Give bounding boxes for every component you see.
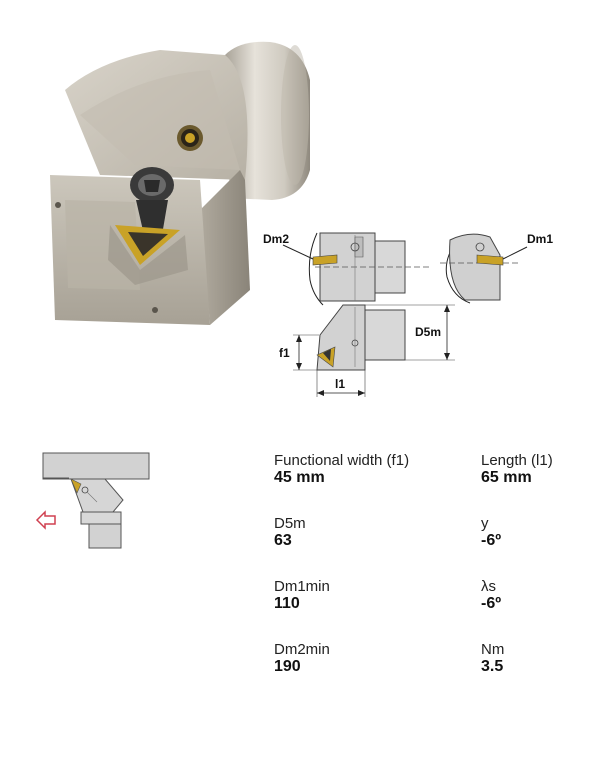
- spec-label: Dm2min: [274, 641, 330, 658]
- spec-dm2min: Dm2min 190: [274, 641, 330, 676]
- spec-functional-width: Functional width (f1) 45 mm: [274, 452, 409, 487]
- spec-label: Nm: [481, 641, 505, 658]
- spec-nm: Nm 3.5: [481, 641, 504, 676]
- spec-value: 3.5: [481, 658, 504, 675]
- spec-d5m: D5m 63: [274, 515, 306, 550]
- spec-lambda-s: λs -6º: [481, 578, 501, 613]
- top-view-dm2: Dm2: [263, 232, 430, 306]
- spec-dm1min: Dm1min 110: [274, 578, 330, 613]
- direction-arrow-icon: [35, 510, 56, 530]
- spec-label: Length (l1): [481, 452, 553, 469]
- dm2-label: Dm2: [263, 232, 289, 246]
- spec-label: D5m: [274, 515, 306, 532]
- spec-value: 63: [274, 532, 292, 549]
- application-icon: [35, 452, 150, 549]
- f1-label: f1: [279, 346, 290, 360]
- spec-value: 190: [274, 658, 301, 675]
- spec-label: Functional width (f1): [274, 452, 410, 469]
- spec-label: Dm1min: [274, 578, 330, 595]
- end-view-dm1: Dm1: [440, 232, 553, 304]
- spec-length: Length (l1) 65 mm: [481, 452, 553, 487]
- d5m-label: D5m: [415, 325, 441, 339]
- spec-label: λs: [481, 578, 496, 595]
- product-photo: [50, 41, 310, 325]
- spec-value: 45 mm: [274, 469, 325, 486]
- spec-value: -6º: [481, 595, 502, 612]
- technical-diagram: Dm2 Dm1 D5m f1: [263, 232, 553, 397]
- spec-value: 65 mm: [481, 469, 532, 486]
- spec-y-angle: y -6º: [481, 515, 501, 550]
- dm1-label: Dm1: [527, 232, 553, 246]
- spec-value: 110: [274, 595, 300, 612]
- spec-label: y: [481, 515, 489, 532]
- front-view-d5m: D5m f1 l1: [279, 304, 455, 397]
- l1-label: l1: [335, 377, 345, 391]
- spec-value: -6º: [481, 532, 502, 549]
